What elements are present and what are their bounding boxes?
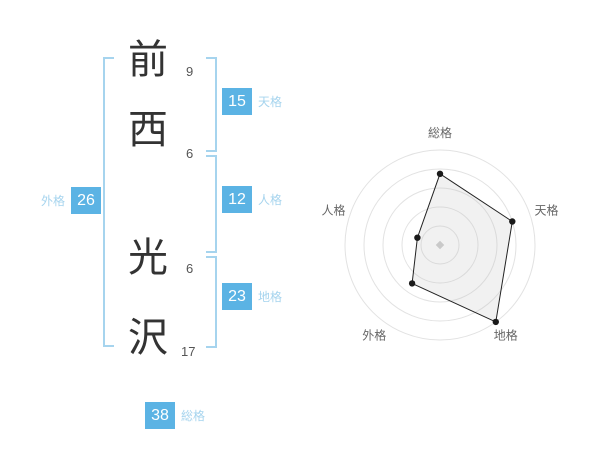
radar-center-marker <box>435 240 445 250</box>
radar-ring <box>363 168 517 322</box>
name-character-2: 西 <box>128 108 168 152</box>
radar-ring <box>382 187 498 303</box>
jinkaku-value-badge: 12 <box>222 186 252 213</box>
radar-point <box>492 318 499 326</box>
soukaku-value-badge: 38 <box>145 402 175 429</box>
radar-axis-label: 外格 <box>362 328 386 343</box>
gaikaku-bracket <box>103 57 114 347</box>
radar-ring <box>344 149 536 341</box>
stroke-count-4: 17 <box>181 344 196 359</box>
chikaku-bracket <box>206 256 217 348</box>
gaikaku-label: 外格 <box>41 194 66 208</box>
jinkaku-row: 12 人格 <box>222 186 282 213</box>
chikaku-value-badge: 23 <box>222 283 252 310</box>
tenkaku-row: 15 天格 <box>222 88 282 115</box>
radar-polygon <box>411 173 513 323</box>
radar-axis-label: 地格 <box>494 328 518 343</box>
radar-point <box>408 280 416 287</box>
stroke-count-2: 6 <box>186 146 194 161</box>
name-character-4: 沢 <box>128 316 168 360</box>
radar-ring <box>420 225 460 265</box>
chikaku-row: 23 地格 <box>222 283 282 310</box>
tenkaku-bracket <box>206 57 217 152</box>
jinkaku-label: 人格 <box>258 193 283 207</box>
name-character-1: 前 <box>128 38 168 82</box>
name-character-3: 光 <box>128 236 168 280</box>
stroke-count-1: 9 <box>186 64 194 79</box>
soukaku-label: 総格 <box>181 409 206 423</box>
radar-axis-label: 天格 <box>534 202 558 217</box>
gaikaku-value-badge: 26 <box>71 187 102 214</box>
radar-axis-label: 人格 <box>321 202 345 217</box>
radar-point <box>436 170 444 177</box>
radar-point <box>414 234 421 241</box>
tenkaku-label: 天格 <box>258 95 283 109</box>
soukaku-row: 38 総格 <box>145 402 205 429</box>
radar-axis-label: 総格 <box>428 125 452 140</box>
radar-point <box>509 218 516 225</box>
jinkaku-bracket <box>206 155 217 253</box>
chikaku-label: 地格 <box>258 290 283 304</box>
stroke-count-3: 6 <box>186 261 194 276</box>
gaikaku-row: 外格 26 <box>41 187 102 214</box>
radar-ring <box>401 206 479 284</box>
tenkaku-value-badge: 15 <box>222 88 252 115</box>
